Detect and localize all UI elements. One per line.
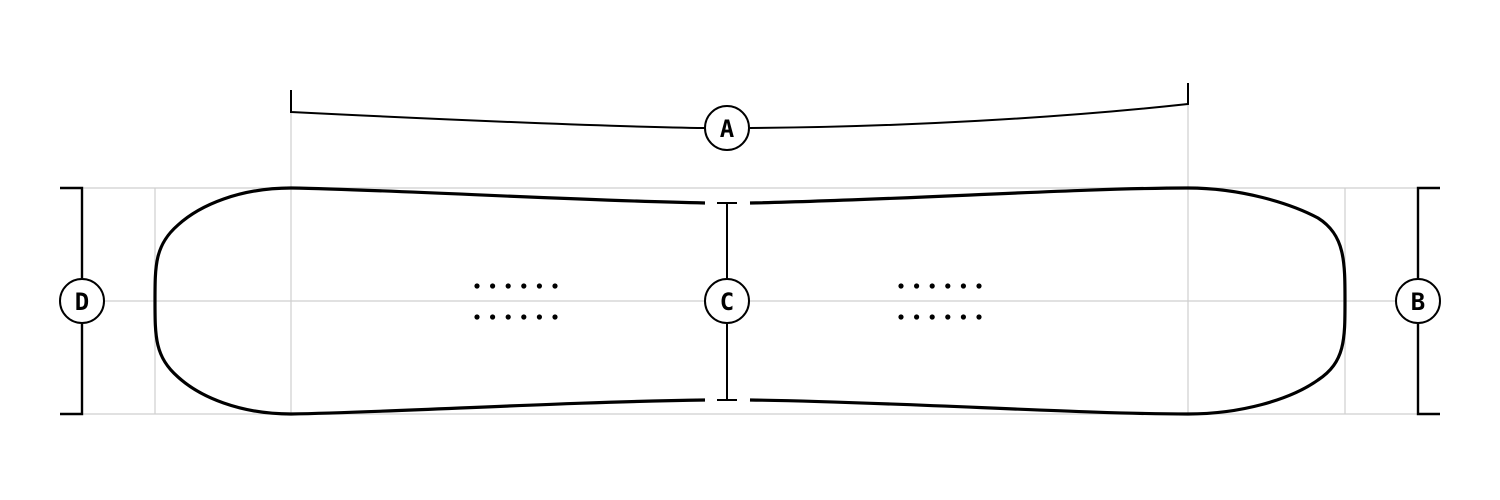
insert-hole — [552, 283, 558, 289]
marker-d: D — [59, 278, 105, 324]
insert-hole — [536, 283, 543, 289]
binding-inserts-right — [898, 283, 982, 320]
insert-hole — [960, 314, 967, 320]
board-outline-left — [153, 186, 706, 416]
marker-c: C — [704, 278, 750, 324]
insert-hole — [536, 314, 543, 320]
guide-lines — [60, 100, 1440, 415]
insert-hole — [976, 314, 982, 320]
marker-a-label: A — [720, 115, 735, 143]
insert-hole — [929, 283, 935, 289]
binding-inserts-left — [474, 283, 558, 320]
marker-b: B — [1395, 278, 1441, 324]
insert-hole — [898, 314, 904, 320]
insert-hole — [976, 283, 982, 289]
board-outline-right — [749, 186, 1347, 416]
insert-hole — [521, 314, 527, 320]
dimension-b: B — [1395, 186, 1441, 416]
insert-hole — [898, 283, 904, 289]
dimension-c: C — [704, 202, 750, 401]
insert-hole — [929, 314, 935, 320]
insert-hole — [960, 283, 967, 289]
dimension-a-bracket — [290, 83, 1189, 129]
insert-hole — [505, 283, 511, 289]
insert-hole — [945, 314, 951, 320]
insert-hole — [505, 314, 511, 320]
dimension-a: A — [290, 83, 1189, 151]
insert-hole — [490, 314, 496, 320]
insert-hole — [521, 283, 527, 289]
insert-hole — [552, 314, 558, 320]
insert-hole — [474, 283, 480, 289]
marker-b-label: B — [1411, 288, 1425, 316]
insert-hole — [945, 283, 951, 289]
marker-d-label: D — [75, 288, 89, 316]
insert-hole — [914, 283, 920, 289]
dimension-d: D — [59, 186, 105, 416]
marker-a: A — [704, 105, 750, 151]
insert-hole — [474, 314, 480, 320]
marker-c-label: C — [720, 288, 734, 316]
insert-hole — [914, 314, 920, 320]
insert-hole — [490, 283, 496, 289]
